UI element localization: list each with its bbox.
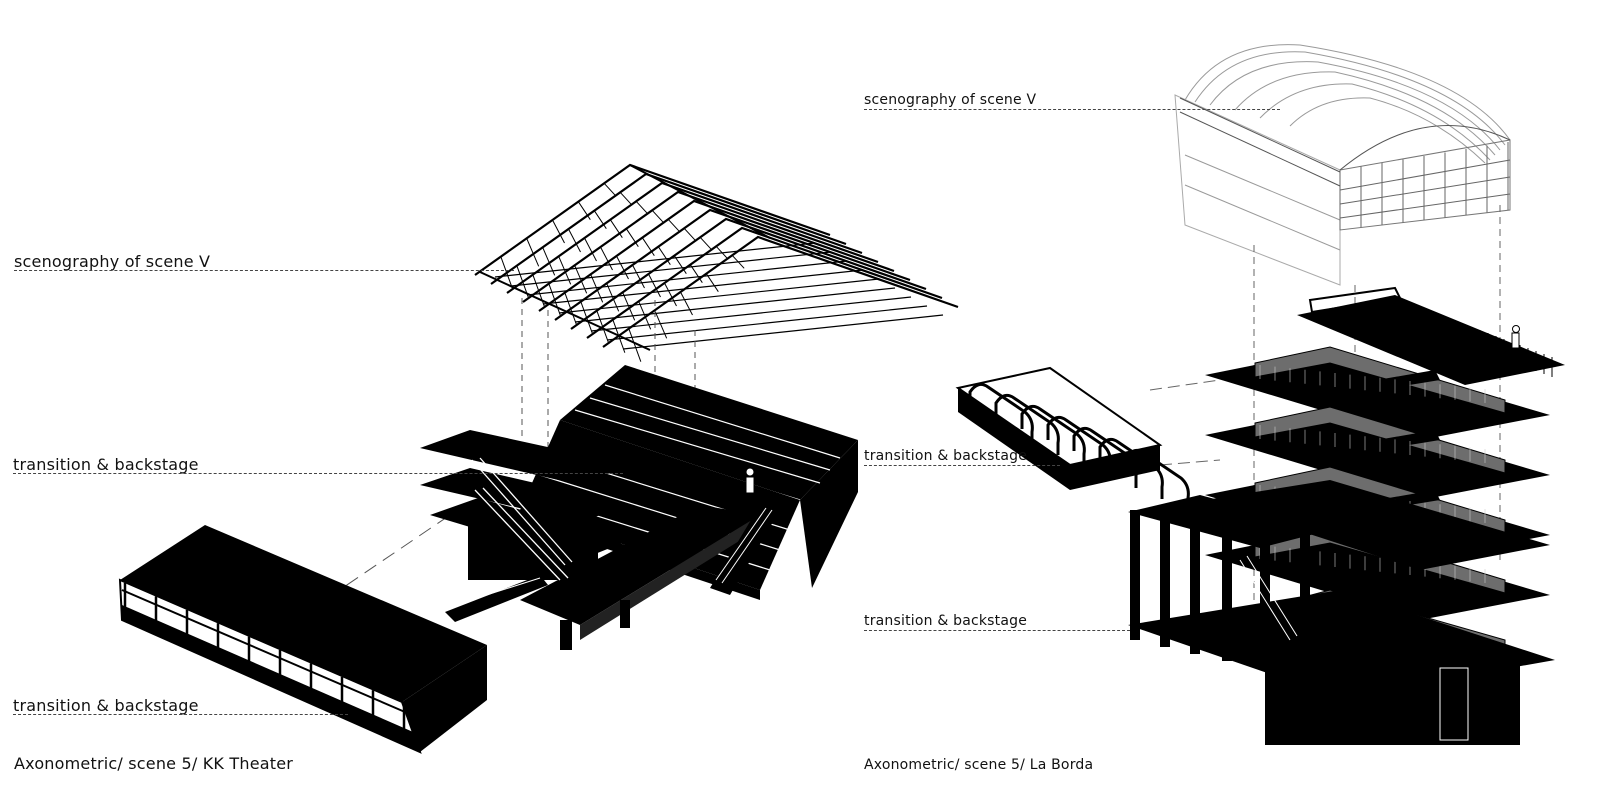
leader-line	[13, 714, 348, 715]
lb-figure	[1511, 325, 1520, 360]
leader-line	[14, 270, 514, 271]
label-transition-lower-left: transition & backstage	[13, 696, 199, 715]
kk-roof-trusses	[474, 163, 959, 362]
lb-backstage-box	[955, 366, 1190, 510]
label-transition-upper-left: transition & backstage	[13, 455, 199, 474]
kk-figure	[745, 467, 755, 507]
leader-line	[864, 630, 1130, 631]
kk-backstage-shed	[118, 525, 487, 754]
caption-right: Axonometric/ scene 5/ La Borda	[864, 757, 1094, 773]
kk-stepped-auditorium	[520, 365, 858, 650]
leader-line	[864, 465, 1060, 466]
leader-line	[864, 109, 1280, 110]
lb-ground-structure	[1128, 495, 1555, 745]
leader-line	[13, 473, 623, 474]
lb-top-walkway	[1297, 286, 1565, 385]
lb-stacked-floors	[1205, 346, 1550, 653]
label-scenography-left: scenography of scene V	[14, 252, 211, 271]
lb-vault-roof	[1174, 44, 1511, 286]
label-transition-upper-right: transition & backstage	[864, 448, 1028, 464]
caption-left: Axonometric/ scene 5/ KK Theater	[14, 754, 294, 773]
kk-backstage-tower	[420, 430, 780, 622]
label-transition-lower-right: transition & backstage	[864, 613, 1028, 629]
label-scenography-right: scenography of scene V	[864, 92, 1037, 108]
